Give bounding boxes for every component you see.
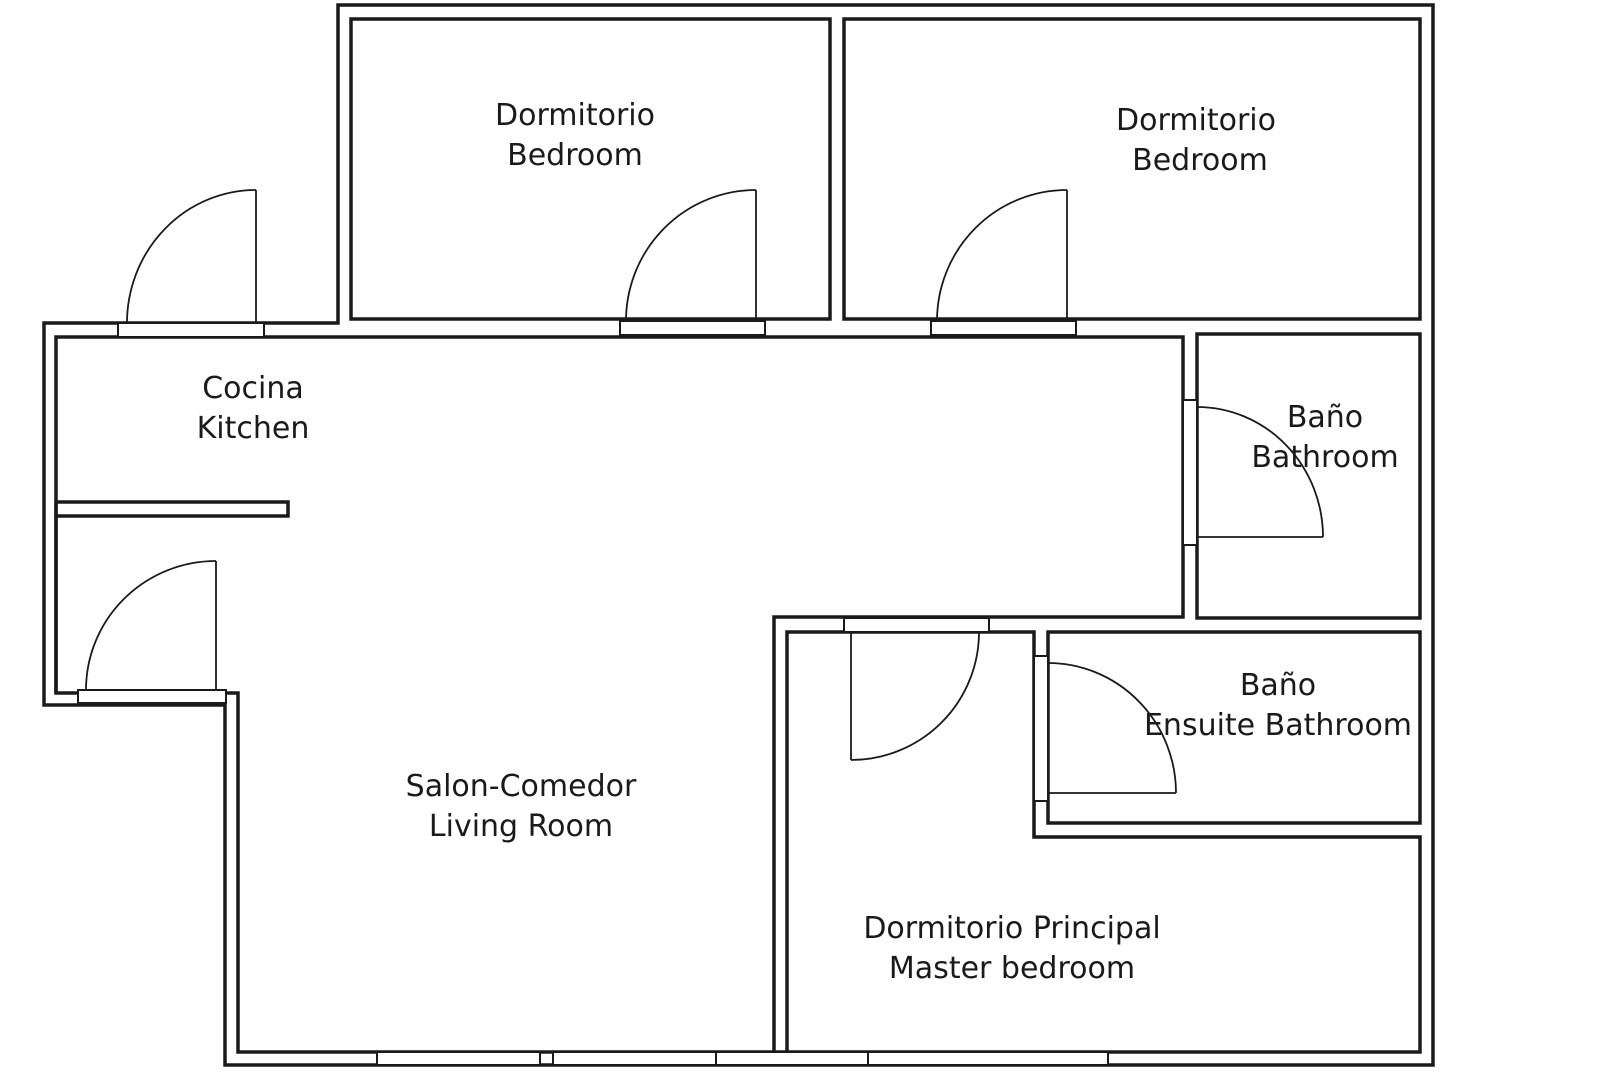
master-label-es: Dormitorio Principal (863, 911, 1160, 946)
master-door-swing (850, 631, 980, 761)
windows (77, 320, 1198, 1066)
ensuite-label-en: Ensuite Bathroom (1144, 708, 1412, 743)
closet-door-frame (77, 689, 227, 704)
living-window-2 (552, 1051, 717, 1066)
living-label-es: Salon-Comedor (406, 769, 637, 804)
bedroom-2-label-en: Bedroom (1132, 143, 1268, 178)
master-door-frame (843, 617, 990, 633)
doors (85, 189, 1324, 794)
bedroom-1-door-frame (619, 320, 766, 336)
kitchen-window (117, 322, 265, 338)
bedroom-1-label-en: Bedroom (507, 138, 643, 173)
kitchen-label-es: Cocina (202, 371, 304, 406)
bathroom-label-es: Baño (1287, 400, 1363, 435)
bedroom-2-walls (842, 17, 1422, 321)
bathroom-door-frame (1182, 399, 1198, 546)
ensuite-door-swing (1047, 662, 1177, 794)
kitchen-door-swing (126, 189, 257, 324)
bedroom-2-label-es: Dormitorio (1116, 103, 1276, 138)
bedroom-2-door-frame (930, 320, 1077, 336)
bedroom-1-walls (349, 17, 832, 321)
master-label-en: Master bedroom (889, 951, 1135, 986)
master-bedroom-walls (785, 630, 1422, 1054)
kitchen-label-en: Kitchen (197, 411, 310, 446)
bedroom-1-label-es: Dormitorio (495, 98, 655, 133)
master-window (867, 1051, 1109, 1066)
living-window-1 (376, 1051, 541, 1066)
ensuite-label-es: Baño (1240, 668, 1316, 703)
bathroom-label-en: Bathroom (1251, 440, 1398, 475)
bedroom-2-door-swing (936, 189, 1068, 322)
ensuite-door-frame (1033, 655, 1049, 802)
closet-door-swing (85, 560, 217, 691)
bedroom-1-door-swing (625, 189, 757, 322)
room-labels: Dormitorio Bedroom Dormitorio Bedroom Co… (197, 98, 1412, 986)
living-window-3 (715, 1051, 869, 1066)
living-label-en: Living Room (429, 809, 613, 844)
kitchen-partition-wall (54, 500, 290, 518)
bathroom-door-swing (1196, 406, 1324, 538)
